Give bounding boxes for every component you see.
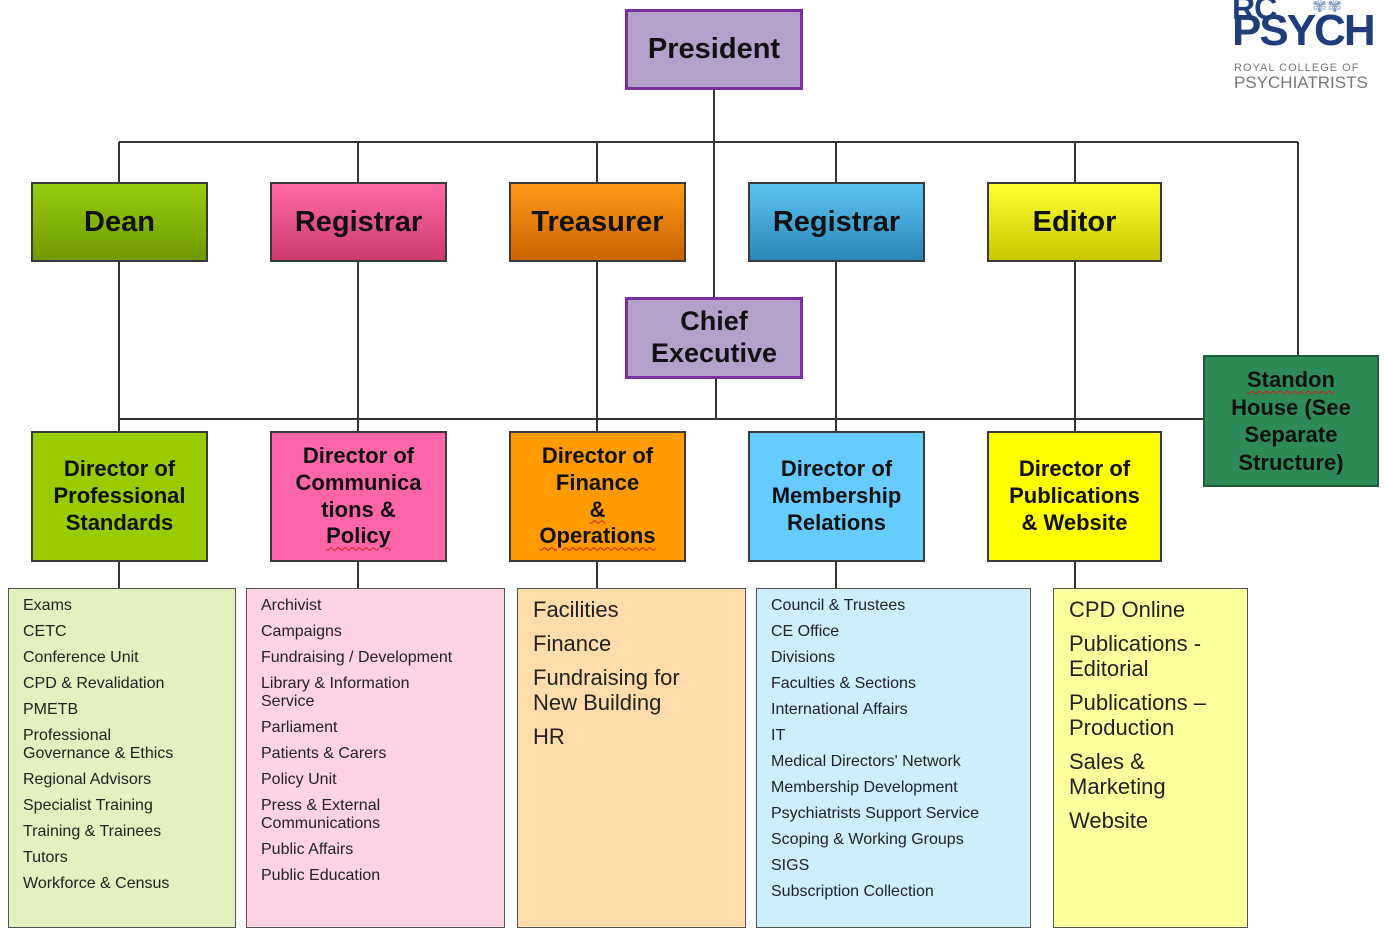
list-item: Workforce & Census xyxy=(23,875,170,892)
list-item: Training & Trainees xyxy=(23,823,162,840)
department-list-professional-standards: Exams CETC Conference Unit CPD & Revalid… xyxy=(8,588,236,928)
officer-registrar-label: Registrar xyxy=(294,205,423,238)
list-item: Medical Directors' Network xyxy=(771,753,961,770)
list-item: Patients & Carers xyxy=(261,745,387,762)
standon-house-box: Standon House (See Separate Structure) xyxy=(1203,355,1379,487)
list-item: Policy Unit xyxy=(261,771,337,788)
logo-wordmark: PSYCH xyxy=(1232,6,1376,55)
director-communications-policy-label: Director of Communica tions & xyxy=(295,442,422,522)
list-item: Website xyxy=(1069,808,1149,833)
logo-rc-text: RC xyxy=(1232,0,1277,26)
list-item: Sales & Marketing xyxy=(1069,749,1166,799)
director-professional-standards-label: Director of Professional Standards xyxy=(53,456,186,535)
list-item: Specialist Training xyxy=(23,797,153,814)
director-professional-standards-box: Director of Professional Standards xyxy=(31,431,208,562)
list-item: Subscription Collection xyxy=(771,883,934,900)
chief-executive-box: Chief Executive xyxy=(625,297,803,379)
logo-subtitle-line2: PSYCHIATRISTS xyxy=(1234,73,1368,92)
list-item: Fundraising for New Building xyxy=(533,665,680,715)
officer-dean-label: Dean xyxy=(84,205,155,238)
list-item: Press & External Communications xyxy=(261,797,381,832)
director-publications-website-label: Director of Publications & Website xyxy=(1009,456,1140,535)
list-item: Parliament xyxy=(261,719,338,736)
list-item: Public Affairs xyxy=(261,841,354,858)
list-item: Psychiatrists Support Service xyxy=(771,805,980,822)
director-finance-operations-last: Operations xyxy=(539,523,656,549)
list-item: PMETB xyxy=(23,701,79,718)
officer-editor-label: Editor xyxy=(1032,205,1117,238)
president-label: President xyxy=(647,33,781,65)
list-item: CE Office xyxy=(771,623,840,640)
department-list-communications-policy: Archivist Campaigns Fundraising / Develo… xyxy=(246,588,505,928)
list-item: Fundraising / Development xyxy=(261,649,453,666)
department-list-membership-relations: Council & Trustees CE Office Divisions F… xyxy=(756,588,1031,928)
director-membership-relations-box: Director of Membership Relations xyxy=(748,431,925,562)
list-item: Council & Trustees xyxy=(771,597,906,614)
department-list-publications-website: CPD Online Publications - Editorial Publ… xyxy=(1053,588,1248,928)
rcpsych-logo: RC ✾✾ PSYCH ROYAL COLLEGE OF PSYCHIATRIS… xyxy=(1228,0,1385,102)
list-item: Public Education xyxy=(261,867,381,884)
director-finance-operations-label: Director of Finance xyxy=(541,442,654,495)
list-item: Regional Advisors xyxy=(23,771,152,788)
list-item: Publications – Production xyxy=(1069,690,1206,740)
list-item: Faculties & Sections xyxy=(771,675,916,692)
list-item: International Affairs xyxy=(771,701,908,718)
list-item: CETC xyxy=(23,623,67,640)
list-item: Finance xyxy=(533,631,612,656)
list-item: Divisions xyxy=(771,649,836,666)
director-communications-policy-last: Policy xyxy=(326,523,391,549)
crest-icon: ✾✾ xyxy=(1312,0,1343,16)
officer-registrar-2-label: Registrar xyxy=(772,205,901,238)
list-item: HR xyxy=(533,724,565,749)
director-communications-policy-box: Director of Communica tions & Policy xyxy=(270,431,447,562)
officer-dean-box: Dean xyxy=(31,182,208,262)
officer-editor-box: Editor xyxy=(987,182,1162,262)
director-membership-relations-label: Director of Membership Relations xyxy=(771,456,902,535)
officer-treasurer-label: Treasurer xyxy=(531,205,664,238)
officer-registrar-2-box: Registrar xyxy=(748,182,925,262)
list-item: CPD & Revalidation xyxy=(23,675,165,692)
director-finance-operations-box: Director of Finance & Operations xyxy=(509,431,686,562)
list-item: Publications - Editorial xyxy=(1069,631,1202,681)
list-item: Campaigns xyxy=(261,623,342,640)
list-item: Membership Development xyxy=(771,779,958,796)
list-item: Tutors xyxy=(23,849,68,866)
list-item: Library & Information Service xyxy=(261,675,410,710)
president-box: President xyxy=(625,9,803,90)
director-publications-website-box: Director of Publications & Website xyxy=(987,431,1162,562)
officer-registrar-box: Registrar xyxy=(270,182,447,262)
list-item: Archivist xyxy=(261,597,322,614)
list-item: Facilities xyxy=(533,597,619,622)
list-item: Scoping & Working Groups xyxy=(771,831,964,848)
list-item: IT xyxy=(771,727,786,744)
list-item: SIGS xyxy=(771,857,810,874)
director-finance-operations-amp: & xyxy=(589,496,606,522)
list-item: CPD Online xyxy=(1069,597,1186,622)
standon-house-label: House (See Separate Structure) xyxy=(1231,394,1351,475)
department-list-finance-operations: Facilities Finance Fundraising for New B… xyxy=(517,588,746,928)
list-item: Conference Unit xyxy=(23,649,139,666)
standon-house-name: Standon xyxy=(1247,367,1335,392)
chief-executive-label: Chief Executive xyxy=(650,306,778,368)
list-item: Exams xyxy=(23,597,72,614)
logo-subtitle-line1: ROYAL COLLEGE OF xyxy=(1234,62,1360,74)
officer-treasurer-box: Treasurer xyxy=(509,182,686,262)
list-item: Professional Governance & Ethics xyxy=(23,727,174,762)
